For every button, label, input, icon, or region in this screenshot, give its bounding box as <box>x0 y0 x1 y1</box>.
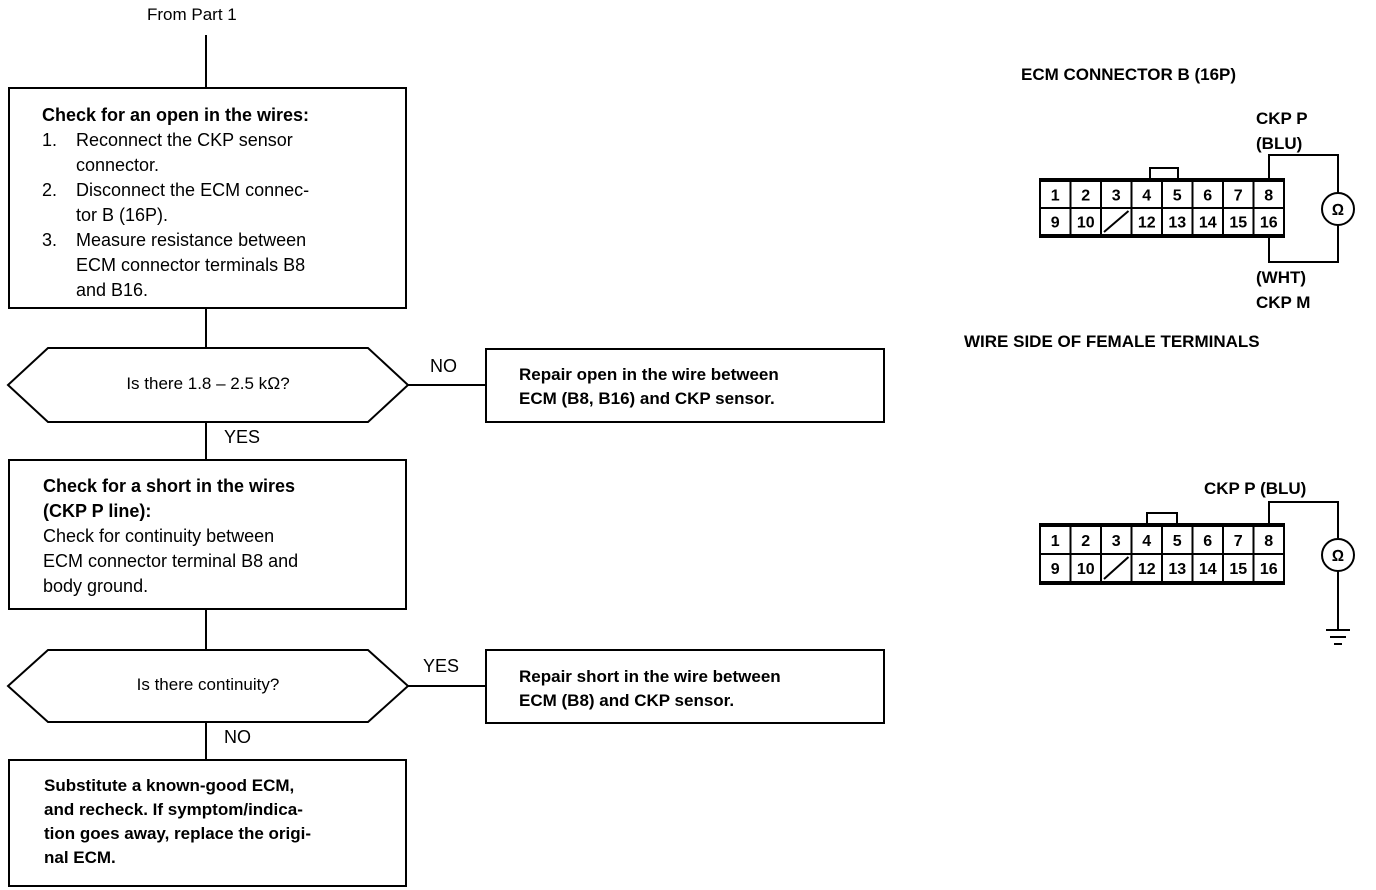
decision2-question: Is there continuity? <box>136 675 280 694</box>
repair2-line: Repair short in the wire between <box>519 667 781 686</box>
step2-title-line: Check for a short in the wires <box>43 476 296 496</box>
pin-label: 8 <box>1264 188 1273 205</box>
step2-body-line: Check for continuity between <box>43 526 275 546</box>
pin-label: 4 <box>1142 188 1151 205</box>
repair1-box: Repair open in the wire between ECM (B8,… <box>485 348 885 423</box>
step3-line: and recheck. If symptom/indica- <box>44 800 303 819</box>
pin-label: 6 <box>1203 533 1212 550</box>
pin-label: 10 <box>1077 561 1095 578</box>
decision1-yes-label: YES <box>224 427 261 447</box>
pin-label: 15 <box>1229 561 1247 578</box>
step2-box: Check for a short in the wires (CKP P li… <box>8 459 407 610</box>
pin-label: 16 <box>1260 561 1278 578</box>
repair1-line: ECM (B8, B16) and CKP sensor. <box>519 389 775 408</box>
pin-label: 1 <box>1051 533 1060 550</box>
repair2-box: Repair short in the wire between ECM (B8… <box>485 649 885 724</box>
step3-line: nal ECM. <box>44 848 116 867</box>
step1-box: Check for an open in the wires: 1.Reconn… <box>8 87 407 309</box>
step2-body-line: ECM connector terminal B8 and <box>43 551 299 571</box>
pin-label: 16 <box>1260 215 1278 232</box>
diagram2-wire-ckp-p <box>1268 501 1339 538</box>
pin-label: 12 <box>1138 215 1156 232</box>
diagram1-ohm-symbol: Ω <box>1332 202 1344 219</box>
empty-pin-slash <box>1103 556 1130 580</box>
pin-label: 10 <box>1077 215 1095 232</box>
diagram1-caption: WIRE SIDE OF FEMALE TERMINALS <box>964 332 1260 351</box>
pin-label: 9 <box>1051 561 1060 578</box>
diagram2-locking-tab <box>1146 512 1178 524</box>
diagram1-bottom-wire-line: CKP M <box>1256 293 1310 312</box>
start-label: From Part 1 <box>147 5 237 24</box>
step2-body-line: body ground. <box>43 576 149 596</box>
pin-label: 5 <box>1173 533 1182 550</box>
pin-label: 7 <box>1234 533 1243 550</box>
pin-label: 13 <box>1168 561 1186 578</box>
step3-box: Substitute a known-good ECM, and recheck… <box>8 759 407 887</box>
step2-title-line: (CKP P line): <box>43 501 152 521</box>
empty-pin-slash <box>1103 210 1130 233</box>
step1-title: Check for an open in the wires: <box>42 105 310 125</box>
diagram1-locking-tab <box>1149 167 1179 179</box>
pin-label: 8 <box>1264 533 1273 550</box>
pin-label: 2 <box>1081 533 1090 550</box>
pin-label: 15 <box>1229 215 1247 232</box>
pin-label: 12 <box>1138 561 1156 578</box>
repair2-line: ECM (B8) and CKP sensor. <box>519 691 735 710</box>
pin-label: 3 <box>1112 188 1121 205</box>
step1-item: 2.Disconnect the ECM connec-tor B (16P). <box>42 180 310 225</box>
decision1-question: Is there 1.8 – 2.5 kΩ? <box>126 374 290 393</box>
decision2-yes-label: YES <box>423 656 460 676</box>
decision1-no-label: NO <box>430 356 457 376</box>
pin-label: 3 <box>1112 533 1121 550</box>
diagram1-top-wire-line: CKP P <box>1256 109 1308 128</box>
diagram1-title: ECM CONNECTOR B (16P) <box>1021 65 1236 84</box>
pin-label: 9 <box>1051 215 1060 232</box>
pin-label: 5 <box>1173 188 1182 205</box>
pin-label: 6 <box>1203 188 1212 205</box>
step3-line: tion goes away, replace the origi- <box>44 824 312 843</box>
pin-label: 4 <box>1142 533 1151 550</box>
repair1-line: Repair open in the wire between <box>519 365 779 384</box>
decision2-no-label: NO <box>224 727 251 747</box>
diagram1-ohmmeter <box>1321 192 1355 226</box>
diagram2-top-wire-label: CKP P (BLU) <box>1204 479 1306 498</box>
pin-label: 13 <box>1168 215 1186 232</box>
pin-label: 1 <box>1051 188 1060 205</box>
pin-label: 7 <box>1234 188 1243 205</box>
diagram2-ohm-symbol: Ω <box>1332 548 1344 565</box>
diagram1-bottom-wire-line: (WHT) <box>1256 268 1306 287</box>
step3-line: Substitute a known-good ECM, <box>44 776 295 795</box>
pin-label: 14 <box>1199 561 1217 578</box>
pin-cell <box>1252 553 1285 583</box>
diagram1-wire-ckp-m <box>1268 225 1339 263</box>
pin-label: 2 <box>1081 188 1090 205</box>
diagram1-top-wire-line: (BLU) <box>1256 134 1302 153</box>
pin-label: 14 <box>1199 215 1217 232</box>
diagram1-wire-ckp-p <box>1268 154 1339 193</box>
pin-cell <box>1252 207 1285 236</box>
